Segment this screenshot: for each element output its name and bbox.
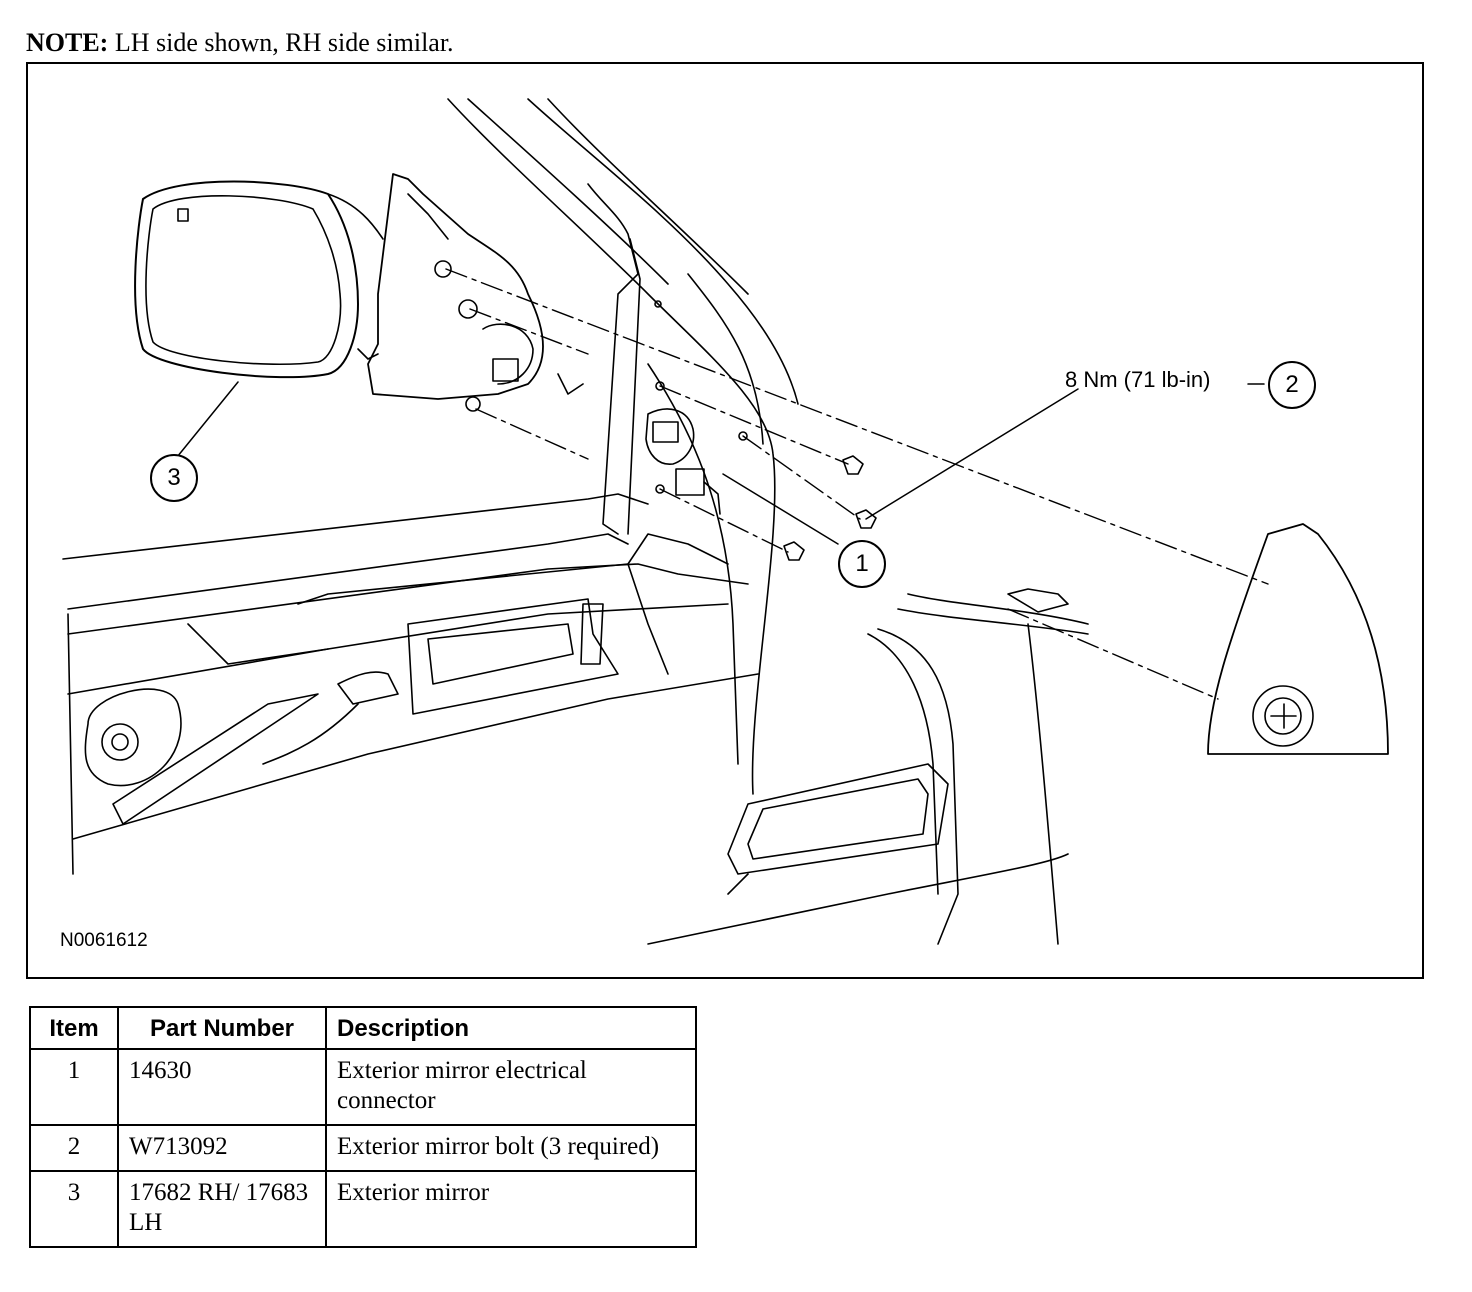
cell-item: 2 xyxy=(29,1124,119,1172)
parts-table: Item Part Number Description 1 14630 Ext… xyxy=(29,1006,697,1248)
cell-item: 1 xyxy=(29,1048,119,1126)
header-description: Description xyxy=(325,1006,697,1050)
door-panel-drawing xyxy=(62,493,759,875)
callout-3: 3 xyxy=(150,454,198,502)
table-row: 3 17682 RH/ 17683 LH Exterior mirror xyxy=(29,1170,697,1248)
header-item: Item xyxy=(29,1006,119,1050)
mirror-line-drawing xyxy=(62,98,1389,945)
door-frame-drawing xyxy=(447,98,799,795)
cell-part-number: 17682 RH/ 17683 LH xyxy=(117,1170,327,1248)
cell-description: Exterior mirror bolt (3 required) xyxy=(325,1124,697,1172)
cell-part-number: W713092 xyxy=(117,1124,327,1172)
exterior-mirror-drawing xyxy=(134,173,584,412)
connector-and-bolts-drawing xyxy=(645,300,877,561)
figure-id: N0061612 xyxy=(60,930,148,951)
mirror-installation-figure: 8 Nm (71 lb-in) 2 1 3 N0061612 xyxy=(26,62,1424,979)
torque-spec-label: 8 Nm (71 lb-in) xyxy=(1065,367,1211,392)
header-part-number: Part Number xyxy=(117,1006,327,1050)
leader-lines xyxy=(172,381,1265,545)
callout-1: 1 xyxy=(838,540,886,588)
cell-description: Exterior mirror xyxy=(325,1170,697,1248)
table-row: 2 W713092 Exterior mirror bolt (3 requir… xyxy=(29,1124,697,1172)
cell-item: 3 xyxy=(29,1170,119,1248)
note: NOTE: LH side shown, RH side similar. xyxy=(26,26,454,60)
table-header-row: Item Part Number Description xyxy=(29,1006,697,1050)
alignment-lines xyxy=(445,268,1269,700)
mirror-trim-cover-drawing xyxy=(647,523,1389,945)
note-prefix: NOTE: xyxy=(26,28,109,57)
table-row: 1 14630 Exterior mirror electrical conne… xyxy=(29,1048,697,1126)
cell-description: Exterior mirror electrical connector xyxy=(325,1048,697,1126)
cell-part-number: 14630 xyxy=(117,1048,327,1126)
callout-2: 2 xyxy=(1268,361,1316,409)
note-text: LH side shown, RH side similar. xyxy=(108,28,454,57)
